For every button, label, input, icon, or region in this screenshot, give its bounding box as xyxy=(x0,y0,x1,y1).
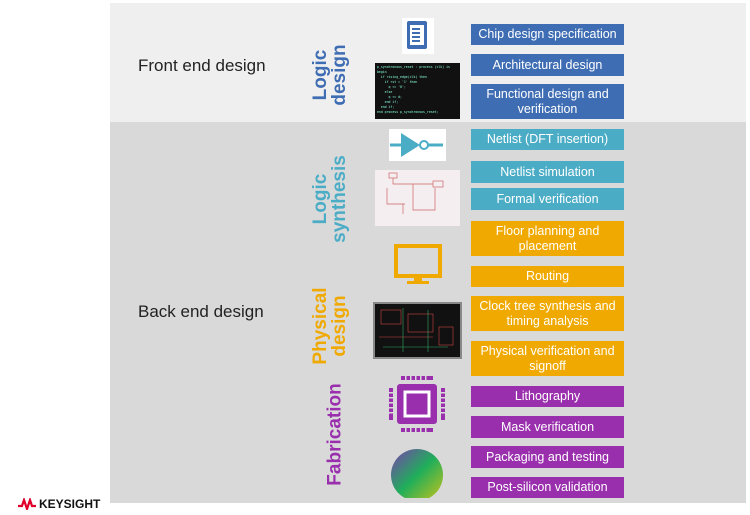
step-netlist-dft-insertion: Netlist (DFT insertion) xyxy=(471,129,624,150)
specification-document-icon xyxy=(402,18,434,54)
step-floor-planning-placement: Floor planning and placement xyxy=(471,221,624,256)
step-architectural-design: Architectural design xyxy=(471,54,624,76)
step-physical-verification-signoff: Physical verification and signoff xyxy=(471,341,624,376)
silicon-wafer-icon xyxy=(391,449,443,498)
monitor-icon xyxy=(394,244,442,284)
inverter-gate-icon xyxy=(389,129,446,161)
step-netlist-simulation: Netlist simulation xyxy=(471,161,624,183)
step-functional-design-verification: Functional design and verification xyxy=(471,84,624,119)
step-lithography: Lithography xyxy=(471,386,624,407)
step-routing: Routing xyxy=(471,266,624,287)
step-packaging-testing: Packaging and testing xyxy=(471,446,624,468)
step-mask-verification: Mask verification xyxy=(471,416,624,438)
keysight-logo: KEYSIGHT xyxy=(18,497,100,511)
step-post-silicon-validation: Post-silicon validation xyxy=(471,477,624,498)
chip-layout-icon xyxy=(373,302,462,359)
hdl-code-snippet: p_synchronous_reset : process (clk) is b… xyxy=(375,63,460,119)
stage-fabrication: Fabrication xyxy=(324,383,346,486)
back-end-label: Back end design xyxy=(138,302,264,321)
keysight-wave-icon xyxy=(18,498,36,510)
processor-chip-icon xyxy=(389,376,445,432)
step-chip-design-specification: Chip design specification xyxy=(471,24,624,45)
netlist-schematic-icon xyxy=(375,170,460,226)
step-formal-verification: Formal verification xyxy=(471,188,624,210)
step-clock-tree-synthesis: Clock tree synthesis and timing analysis xyxy=(471,296,624,331)
front-end-label: Front end design xyxy=(138,56,266,75)
